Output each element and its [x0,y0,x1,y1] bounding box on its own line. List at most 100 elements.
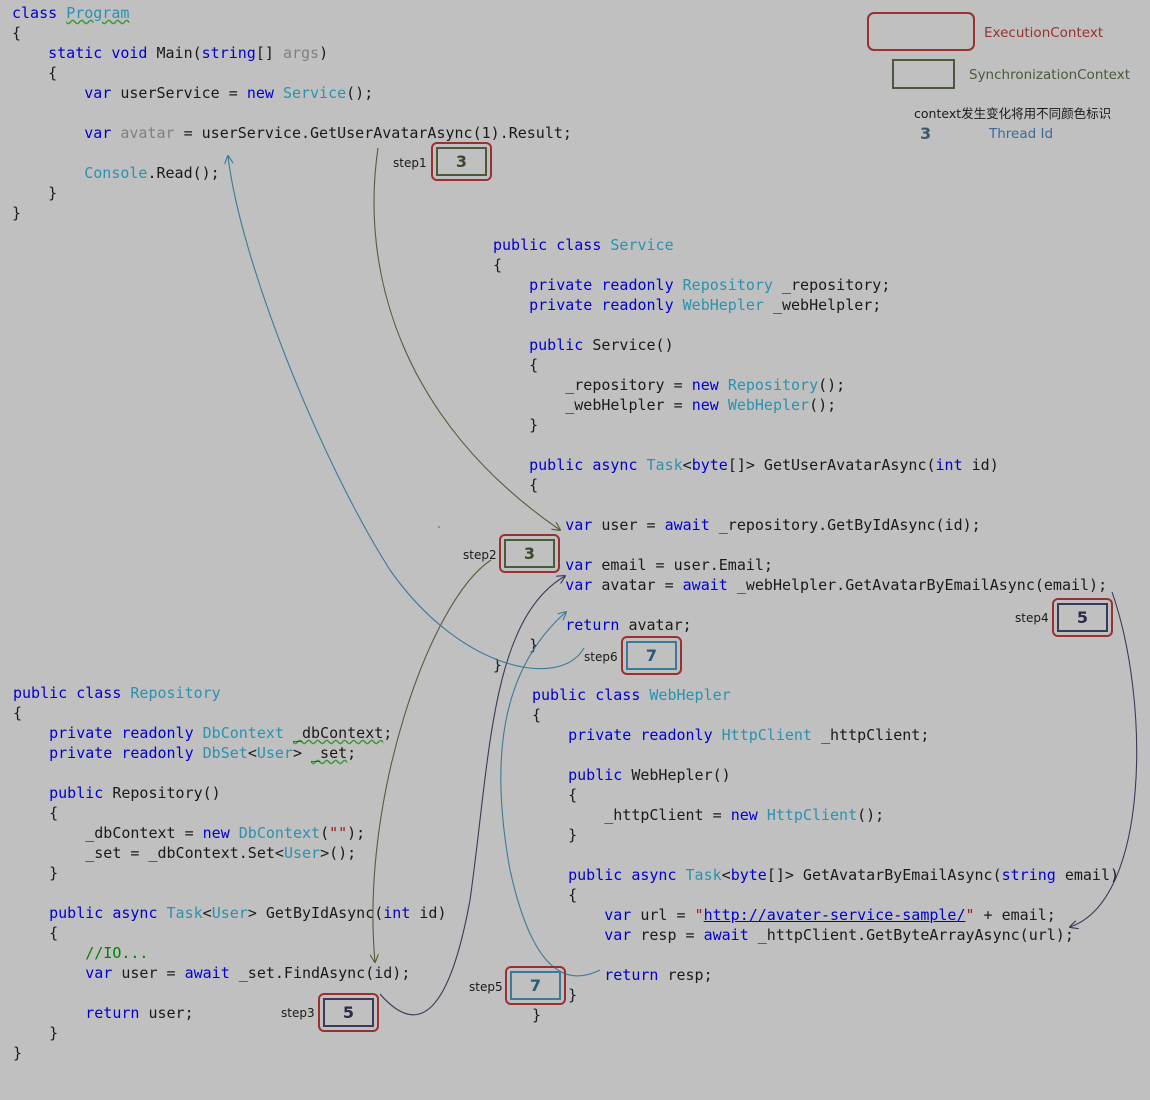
code-token: DbContext [238,824,321,842]
code-token: resp; [667,966,713,984]
code-token: string [201,44,256,62]
code-token: } [13,1044,23,1062]
step4-arrow [1070,591,1138,927]
code-token: return [85,1004,149,1022]
code-line: } [532,1005,1119,1025]
code-token: public class [13,684,131,702]
code-line: } [13,1043,447,1063]
code-token: Repository() [112,784,221,802]
code-token: = userService.GetUserAvatarAsync(1).Resu… [174,124,572,142]
code-token: private readonly [49,724,203,742]
code-line: _repository = new Repository(); [493,375,1107,395]
code-line: } [493,635,1107,655]
code-token: { [532,706,542,724]
step6-arrow [228,156,585,670]
code-line: public Service() [493,335,1107,355]
code-line: } [493,655,1107,675]
code-token: url = [640,906,695,924]
code-token: > [292,744,312,762]
code-token: _httpClient = [532,806,731,824]
code-line: return user; [13,1003,447,1023]
code-token: _set [311,744,348,762]
code-token: id) [971,456,999,474]
code-token: _httpClient.GetByteArrayAsync(url); [757,926,1074,944]
code-token: private readonly [568,726,722,744]
code-token: { [493,256,503,274]
step2-label: step2 [463,548,497,562]
code-line: private readonly WebHepler _webHelpler; [493,295,1107,315]
code-line: } [12,203,572,223]
code-line: _webHelpler = new WebHepler(); [493,395,1107,415]
code-line: } [493,415,1107,435]
code-token: Repository [130,684,221,702]
code-token: id) [419,904,447,922]
code-token: []> GetUserAvatarAsync( [727,456,936,474]
code-token: await [184,964,239,982]
code-line: private readonly Repository _repository; [493,275,1107,295]
code-token: " [694,906,704,924]
code-token: { [13,804,59,822]
code-line: return avatar; [493,615,1107,635]
code-token: " [965,906,975,924]
code-token: byte [730,866,767,884]
code-token: class [12,4,67,22]
code-token: } [12,184,58,202]
code-token: public async [568,866,686,884]
code-token: user = [121,964,185,982]
step2-arrow [373,559,492,962]
code-line: public async Task<byte[]> GetAvatarByEma… [532,865,1119,885]
step4-thread-badge: 5 [1052,598,1113,637]
code-line: private readonly DbSet<User> _set; [13,743,447,763]
code-token: var [565,556,602,574]
step5-thread-badge: 7 [505,966,566,1005]
code-token: ( [320,824,330,842]
execution-context-legend-label: ExecutionContext [984,25,1104,41]
code-token: Task [685,866,722,884]
code-token: email) [1064,866,1120,884]
code-token: } [13,1024,59,1042]
code-token: _repository = [493,376,692,394]
code-token: var [565,576,602,594]
code-line: return resp; [532,965,1119,985]
code-token: ) [319,44,329,62]
code-line: { [493,355,1107,375]
code-token: _dbContext [292,724,384,742]
code-line: public async Task<User> GetByIdAsync(int… [13,903,447,923]
code-token: } [493,656,503,674]
code-token: string [1001,866,1065,884]
code-token: < [247,744,257,762]
code-token: await [682,576,737,594]
synchronization-context-legend-label: SynchronizationContext [969,67,1131,83]
code-line: } [532,985,1119,1005]
code-token: user; [148,1004,194,1022]
code-line: public class Service [493,235,1107,255]
code-token: new [246,84,283,102]
code-line: } [532,825,1119,845]
code-token: ); [347,824,366,842]
code-token: WebHepler [682,296,764,314]
code-token: static void [48,44,157,62]
code-token: Service [282,84,347,102]
code-token: } [532,826,578,844]
code-line: { [493,255,1107,275]
step6-label: step6 [584,650,618,664]
code-line: _httpClient = new HttpClient(); [532,805,1119,825]
code-token: DbContext [202,724,284,742]
code-token: Program [66,4,130,22]
code-token: { [13,704,23,722]
code-token: new [202,824,239,842]
step2-thread-id: 3 [504,539,555,568]
code-token: var [604,926,641,944]
stray-dot [438,526,440,528]
code-token: return [565,616,629,634]
code-token: //IO... [85,944,149,962]
step3-thread-id: 5 [323,998,374,1027]
code-token: avatar [120,124,175,142]
code-token: _httpClient; [811,726,930,744]
step1-arrow [373,147,560,530]
code-line: { [532,785,1119,805]
step3-arrow [379,576,565,1016]
code-token: User [283,844,321,862]
synchronization-context-legend-box [892,59,955,89]
